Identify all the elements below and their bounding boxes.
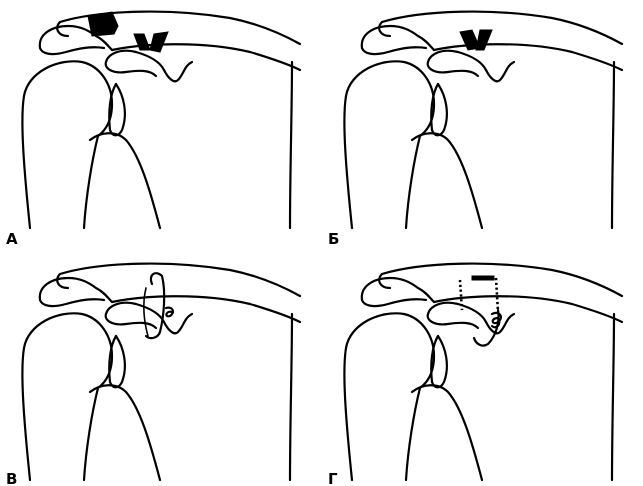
panel-label-v: В xyxy=(6,470,17,486)
panel-v: В xyxy=(6,264,300,486)
coracoclavicular-ligament-trapezoid xyxy=(134,34,150,50)
panel-label-b: Б xyxy=(328,230,339,248)
coracoclavicular-ligament-conoid xyxy=(150,32,168,52)
acromioclavicular-ligament xyxy=(88,12,118,36)
panel-label-g: Г xyxy=(328,470,338,486)
panel-b: Б xyxy=(328,12,622,248)
panel-a: А xyxy=(6,12,300,248)
shoulder-joint-illustration xyxy=(22,264,300,480)
suture-knot xyxy=(166,308,173,317)
graft-top-bridge xyxy=(472,276,494,280)
shoulder-joint-illustration xyxy=(344,264,622,480)
bone-tunnel-medial xyxy=(496,278,498,312)
panel-g: Г xyxy=(328,264,622,486)
panel-label-a: А xyxy=(6,230,18,248)
graft-knot xyxy=(492,313,501,327)
coracoclavicular-ligament-conoid xyxy=(476,30,492,50)
